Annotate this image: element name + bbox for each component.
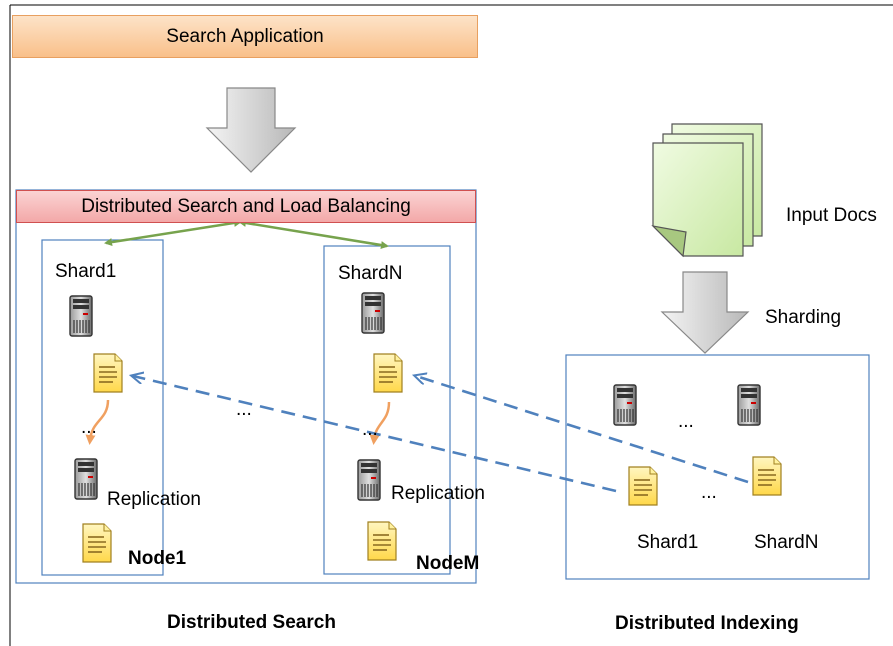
middle-ellipsis: ... — [236, 399, 252, 420]
node1-box — [41, 239, 164, 576]
input-docs-label: Input Docs — [786, 205, 877, 226]
document-icon — [752, 456, 782, 496]
server-icon — [357, 459, 381, 501]
server-icon — [613, 384, 637, 426]
load-balancer-label: Distributed Search and Load Balancing — [81, 195, 411, 217]
distributed-indexing-caption: Distributed Indexing — [615, 613, 799, 634]
document-icon — [628, 466, 658, 506]
down-arrow-icon — [660, 271, 750, 354]
node1-shard-label: Shard1 — [55, 261, 117, 282]
node1-label: Node1 — [128, 548, 187, 569]
document-icon — [367, 521, 397, 561]
sharding-label: Sharding — [765, 307, 842, 328]
load-balance-link-left — [104, 218, 242, 247]
server-icon — [69, 295, 93, 337]
down-arrow-icon — [205, 87, 297, 173]
server-icon — [361, 292, 385, 334]
nodeM-label: NodeM — [416, 553, 480, 574]
search-application-label: Search Application — [166, 25, 324, 47]
load-balance-link-right — [238, 219, 389, 249]
shardN-distribution-line — [416, 376, 749, 484]
server-icon — [737, 384, 761, 426]
distributed-indexing-box — [565, 354, 870, 580]
server-icon — [74, 458, 98, 500]
indexing-shard1-label: Shard1 — [637, 532, 699, 553]
stacked-documents-icon — [651, 123, 763, 258]
document-icon — [373, 353, 403, 393]
indexing-servers-ellipsis: ... — [678, 411, 694, 432]
search-application-bar: Search Application — [12, 15, 478, 58]
document-icon — [82, 523, 112, 563]
replication-arrow-left — [85, 399, 110, 445]
node1-ellipsis: ... — [81, 417, 97, 438]
indexing-shards-ellipsis: ... — [701, 482, 717, 503]
node1-replication-label: Replication — [107, 489, 201, 510]
distributed-search-caption: Distributed Search — [167, 612, 336, 633]
nodeM-replication-label: Replication — [391, 483, 485, 504]
replication-arrow-right — [369, 401, 391, 445]
indexing-shardN-label: ShardN — [754, 532, 819, 553]
load-balancer-bar: Distributed Search and Load Balancing — [16, 190, 476, 223]
shard1-distribution-line — [133, 376, 617, 493]
nodeM-shard-label: ShardN — [338, 263, 403, 284]
nodeM-ellipsis: ... — [362, 419, 378, 440]
document-icon — [93, 353, 123, 393]
